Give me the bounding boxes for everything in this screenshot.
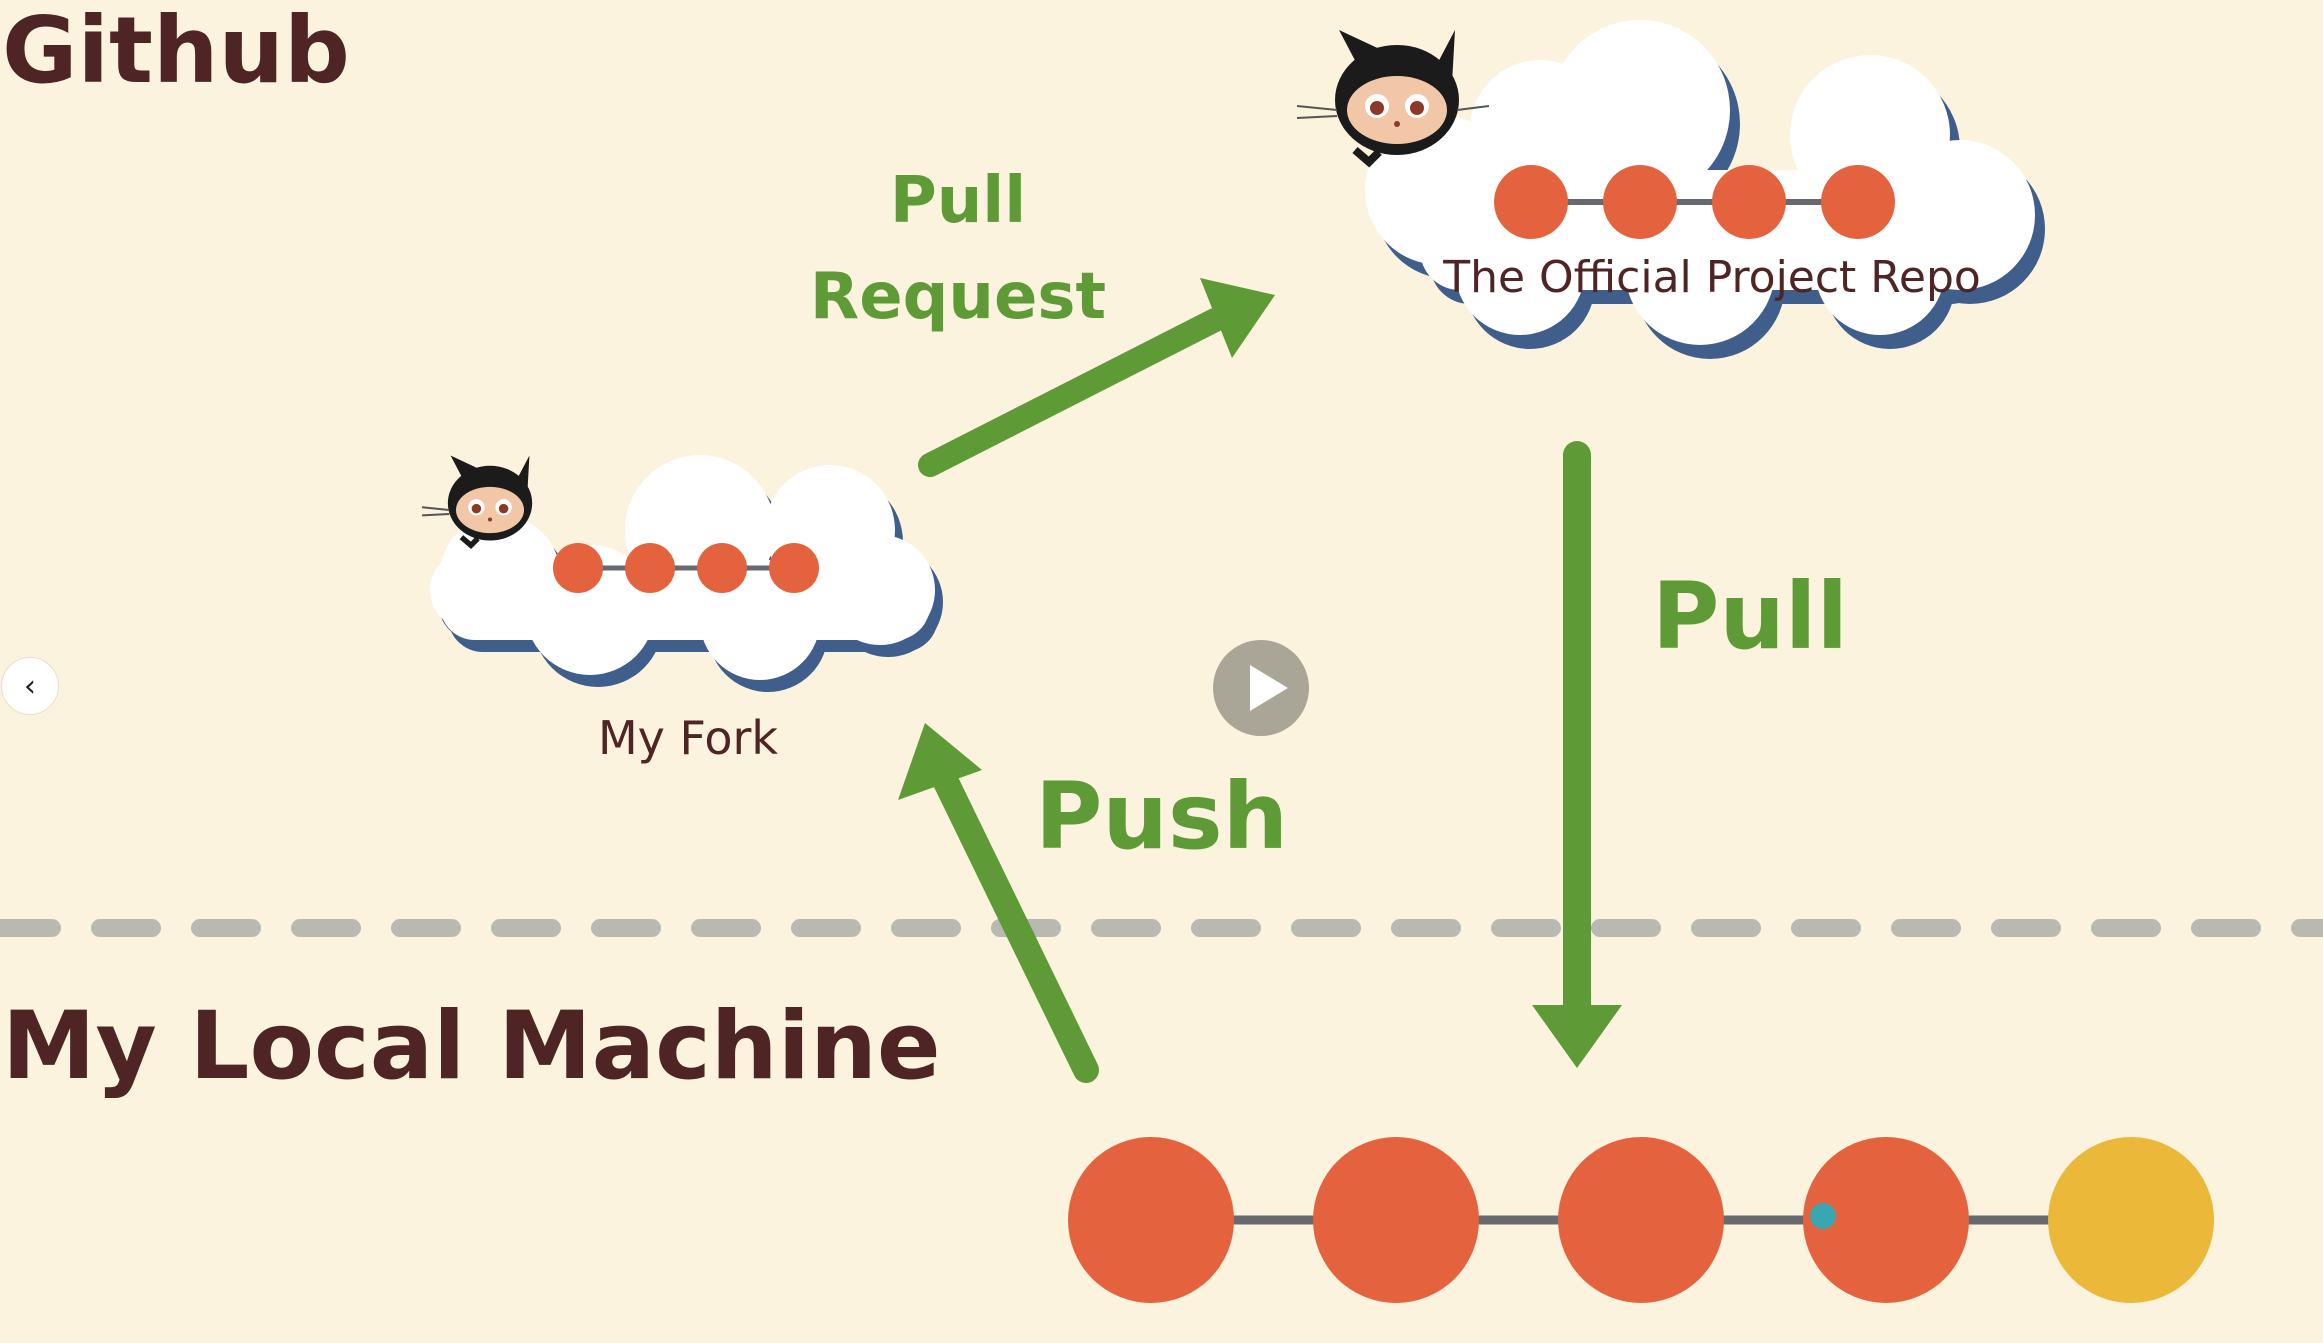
local-commit-dot	[1803, 1137, 1969, 1303]
pull-request-label-line2: Request	[810, 260, 1106, 334]
fork-commit-dot	[625, 543, 675, 593]
local-commit-dot	[1313, 1137, 1479, 1303]
pull-request-label-line1: Pull	[890, 164, 1026, 238]
fork-commit-dot	[769, 543, 819, 593]
octocat-icon	[421, 455, 533, 550]
fork-commit-dot	[553, 543, 603, 593]
pull-request-arrow	[918, 278, 1275, 477]
local-commit-dot	[2048, 1137, 2214, 1303]
cursor-indicator	[1810, 1203, 1836, 1229]
local-commit-dot	[1068, 1137, 1234, 1303]
official-commit-dot	[1821, 165, 1895, 239]
push-label: Push	[1035, 763, 1288, 870]
fork-commit-dot	[697, 543, 747, 593]
official-commits	[1494, 165, 1895, 239]
local-commits	[1068, 1137, 2214, 1303]
fork-commits	[553, 543, 819, 593]
github-section-title: Github	[2, 0, 350, 104]
chevron-left-icon: ‹	[24, 668, 36, 704]
official-commit-dot	[1712, 165, 1786, 239]
play-button[interactable]	[1213, 640, 1309, 736]
pull-label: Pull	[1652, 563, 1848, 670]
previous-slide-button[interactable]: ‹	[1, 657, 59, 715]
official-repo-label: The Official Project Repo	[1442, 252, 1981, 303]
pull-arrow	[1532, 441, 1622, 1068]
push-arrow	[898, 723, 1099, 1083]
fork-label: My Fork	[598, 711, 778, 765]
official-commit-dot	[1603, 165, 1677, 239]
official-repo-cloud	[1365, 20, 2045, 359]
local-commit-dot	[1558, 1137, 1724, 1303]
octocat-icon	[1296, 30, 1490, 168]
official-commit-dot	[1494, 165, 1568, 239]
local-section-title: My Local Machine	[2, 992, 941, 1101]
